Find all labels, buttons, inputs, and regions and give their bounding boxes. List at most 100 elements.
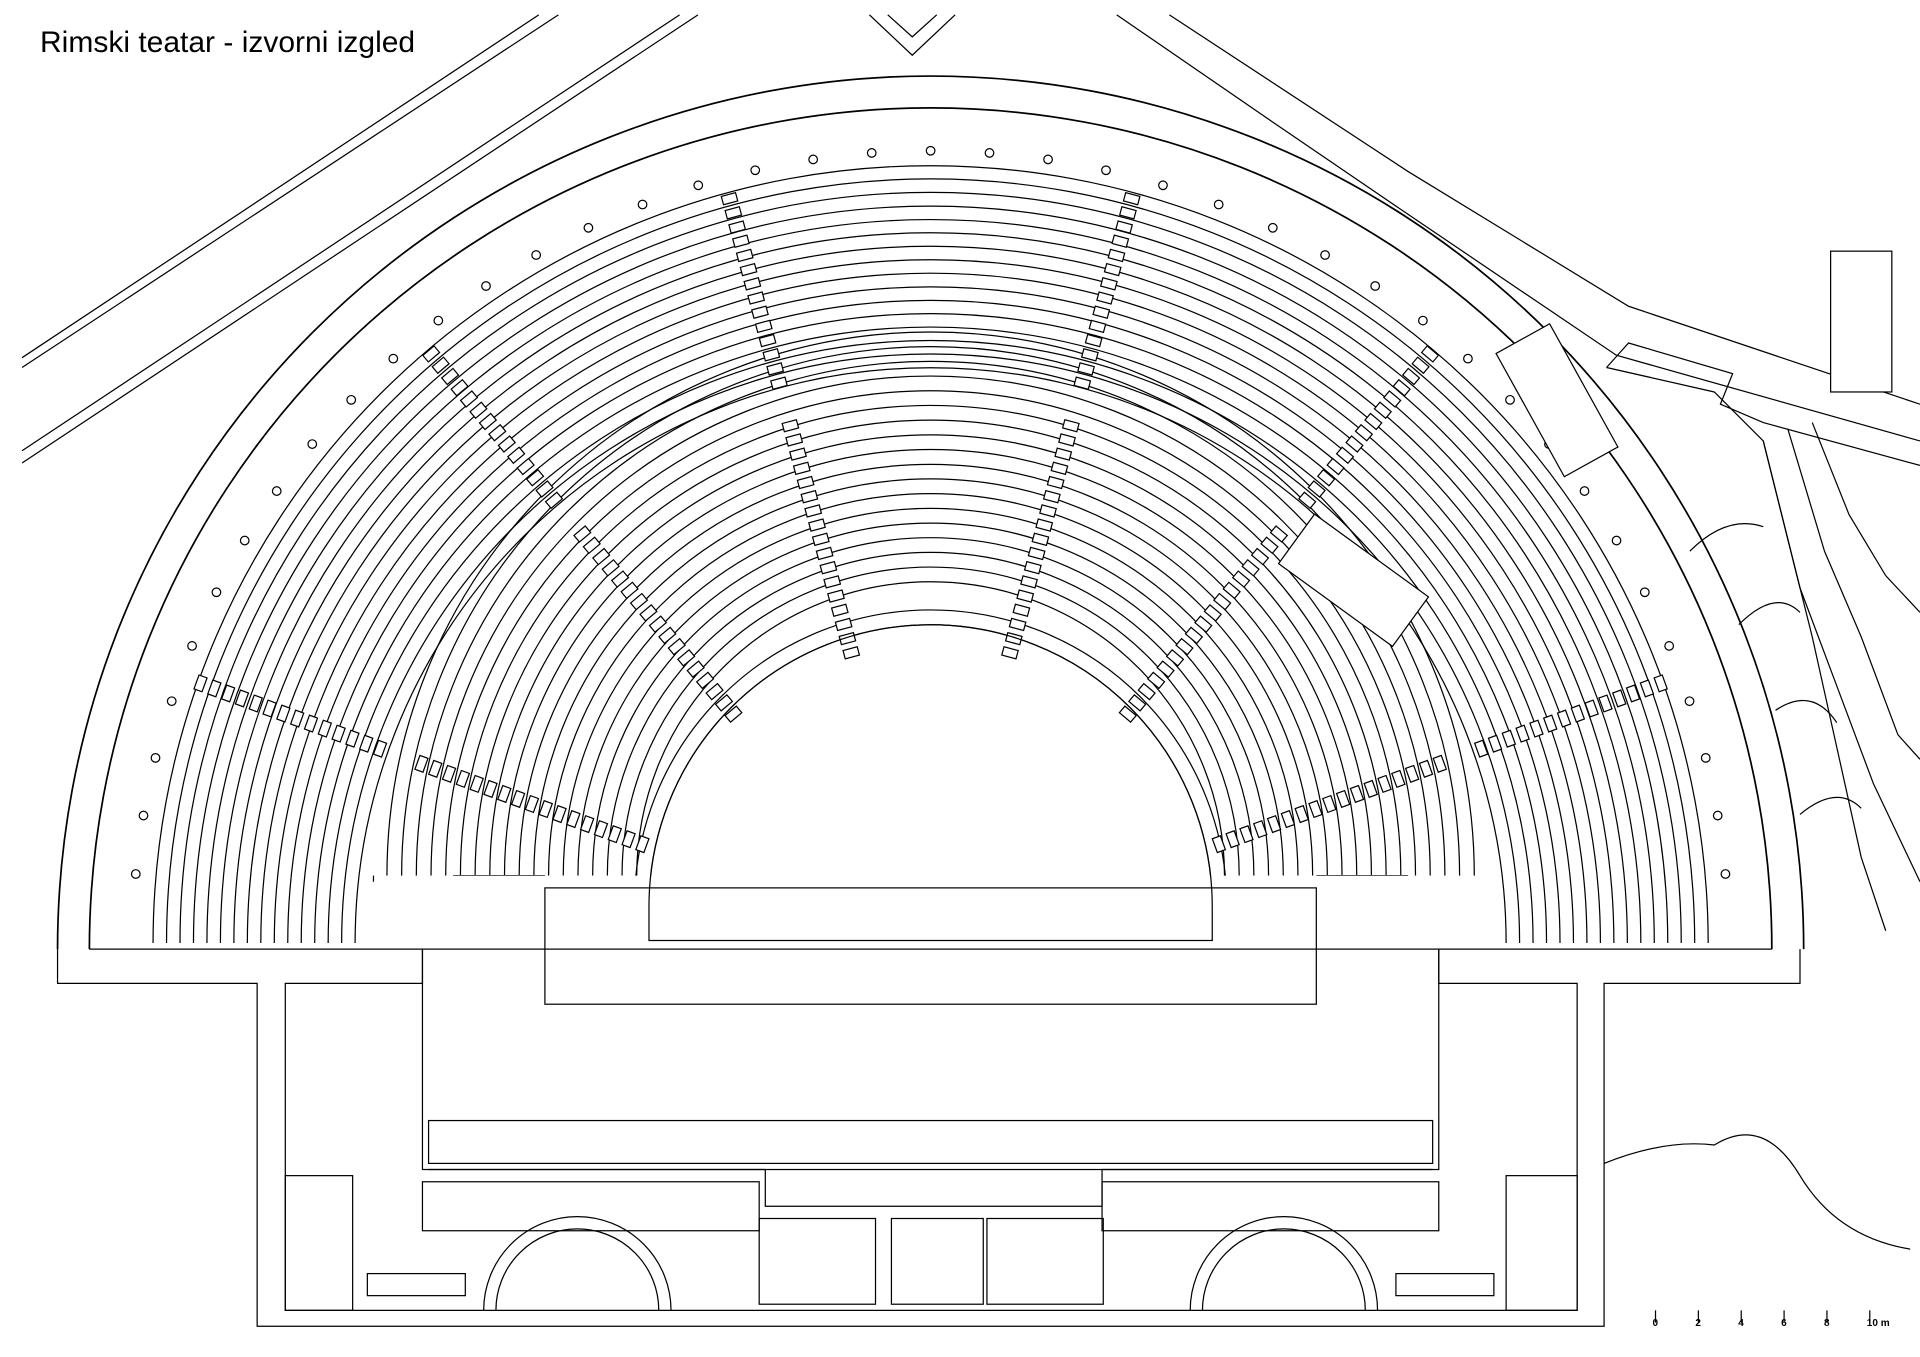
stair-step: [1542, 714, 1558, 733]
stair-step: [1211, 835, 1227, 854]
column: [693, 180, 704, 191]
stair-step: [762, 347, 781, 362]
seat-row: [233, 245, 1628, 943]
column: [750, 165, 761, 176]
plan-title: Rimski teatar - izvorni izgled: [40, 26, 416, 59]
stair-step: [1377, 774, 1392, 794]
stair-step: [440, 367, 460, 386]
stair-step: [459, 390, 479, 408]
stair-step: [1280, 809, 1296, 829]
column: [130, 869, 141, 879]
stair-step: [1137, 682, 1156, 701]
scale-label: 4: [1738, 1318, 1744, 1329]
stair-step: [1012, 603, 1031, 618]
seat-row: [636, 581, 1226, 876]
stair-step: [639, 603, 658, 622]
stair-step: [414, 754, 429, 773]
seat-row: [518, 463, 1343, 876]
stair-step: [811, 532, 830, 547]
stair-step: [1391, 769, 1406, 789]
stair-step: [582, 536, 602, 555]
stair-step: [1194, 615, 1213, 633]
column: [1370, 281, 1381, 291]
stair-step: [573, 525, 592, 543]
stair-step: [345, 729, 360, 748]
stair-step: [593, 819, 609, 839]
seat-row: [341, 353, 1521, 943]
stair-step: [686, 660, 705, 678]
stair-step: [1103, 262, 1122, 277]
stair-step: [1073, 376, 1092, 390]
scaena-building: [56, 624, 1801, 1327]
stair-step: [497, 435, 517, 453]
stair-step: [676, 648, 696, 667]
seat-row: [287, 299, 1575, 943]
column: [271, 486, 282, 496]
stair-step: [1035, 518, 1054, 532]
stair-step: [220, 684, 236, 703]
stair-step: [1373, 401, 1393, 420]
stair-step: [1639, 679, 1655, 698]
stair-step: [1501, 729, 1517, 748]
stair-step: [754, 319, 773, 334]
cavea: [56, 75, 1893, 950]
stair-step: [303, 714, 319, 733]
stair-step: [431, 356, 450, 375]
stair-step: [714, 694, 734, 712]
stair-step: [524, 794, 540, 814]
stair-step: [800, 489, 819, 504]
seat-row: [592, 537, 1270, 876]
stair-step: [1058, 433, 1077, 447]
stair-step: [1420, 345, 1440, 363]
vomitorium: [1277, 513, 1430, 648]
column: [1463, 353, 1473, 364]
stair-step: [1294, 804, 1310, 824]
stair-step: [276, 704, 291, 723]
stair-step: [842, 646, 861, 660]
stair-step: [1092, 305, 1111, 319]
stair-step: [1260, 536, 1279, 555]
seat-row: [577, 522, 1284, 876]
stair-step: [747, 291, 766, 305]
column: [1320, 250, 1330, 260]
column: [808, 154, 819, 165]
column: [1505, 394, 1515, 405]
stair-step: [1016, 589, 1035, 603]
scale-label: 0: [1652, 1318, 1659, 1329]
seat-row: [300, 313, 1561, 943]
seat-row: [273, 286, 1588, 943]
seat-row: [246, 259, 1615, 943]
stair-step: [1316, 468, 1336, 487]
stair-step: [1625, 684, 1641, 703]
stair-step: [1039, 504, 1057, 518]
stair-step: [1046, 475, 1065, 490]
stair-step: [478, 412, 498, 431]
vomitorium-passage: [1277, 513, 1430, 648]
scale-label: 2: [1695, 1318, 1701, 1329]
stair-step: [591, 547, 611, 566]
vomitorium-passage: [1495, 322, 1619, 478]
stair-step: [1653, 674, 1669, 693]
seat-row: [606, 551, 1255, 876]
stair-step: [621, 830, 636, 849]
column: [1639, 587, 1650, 598]
seat-row: [562, 507, 1299, 876]
stair-step: [766, 362, 785, 376]
stair-step: [720, 191, 739, 206]
column: [211, 587, 222, 598]
stair-step: [579, 814, 595, 834]
stair-step: [1432, 754, 1448, 773]
stair-step: [1077, 362, 1096, 376]
stair-step: [1050, 461, 1069, 476]
stair-step: [1297, 491, 1317, 510]
stair-step: [1107, 248, 1126, 263]
stair-step: [1203, 603, 1223, 622]
stair-step: [1584, 699, 1599, 718]
stair-step: [739, 262, 758, 277]
stair-step: [535, 480, 554, 498]
stair-step: [815, 546, 834, 561]
stair-step: [1269, 525, 1289, 543]
stair-step: [1326, 457, 1345, 476]
stair-step: [758, 333, 777, 348]
